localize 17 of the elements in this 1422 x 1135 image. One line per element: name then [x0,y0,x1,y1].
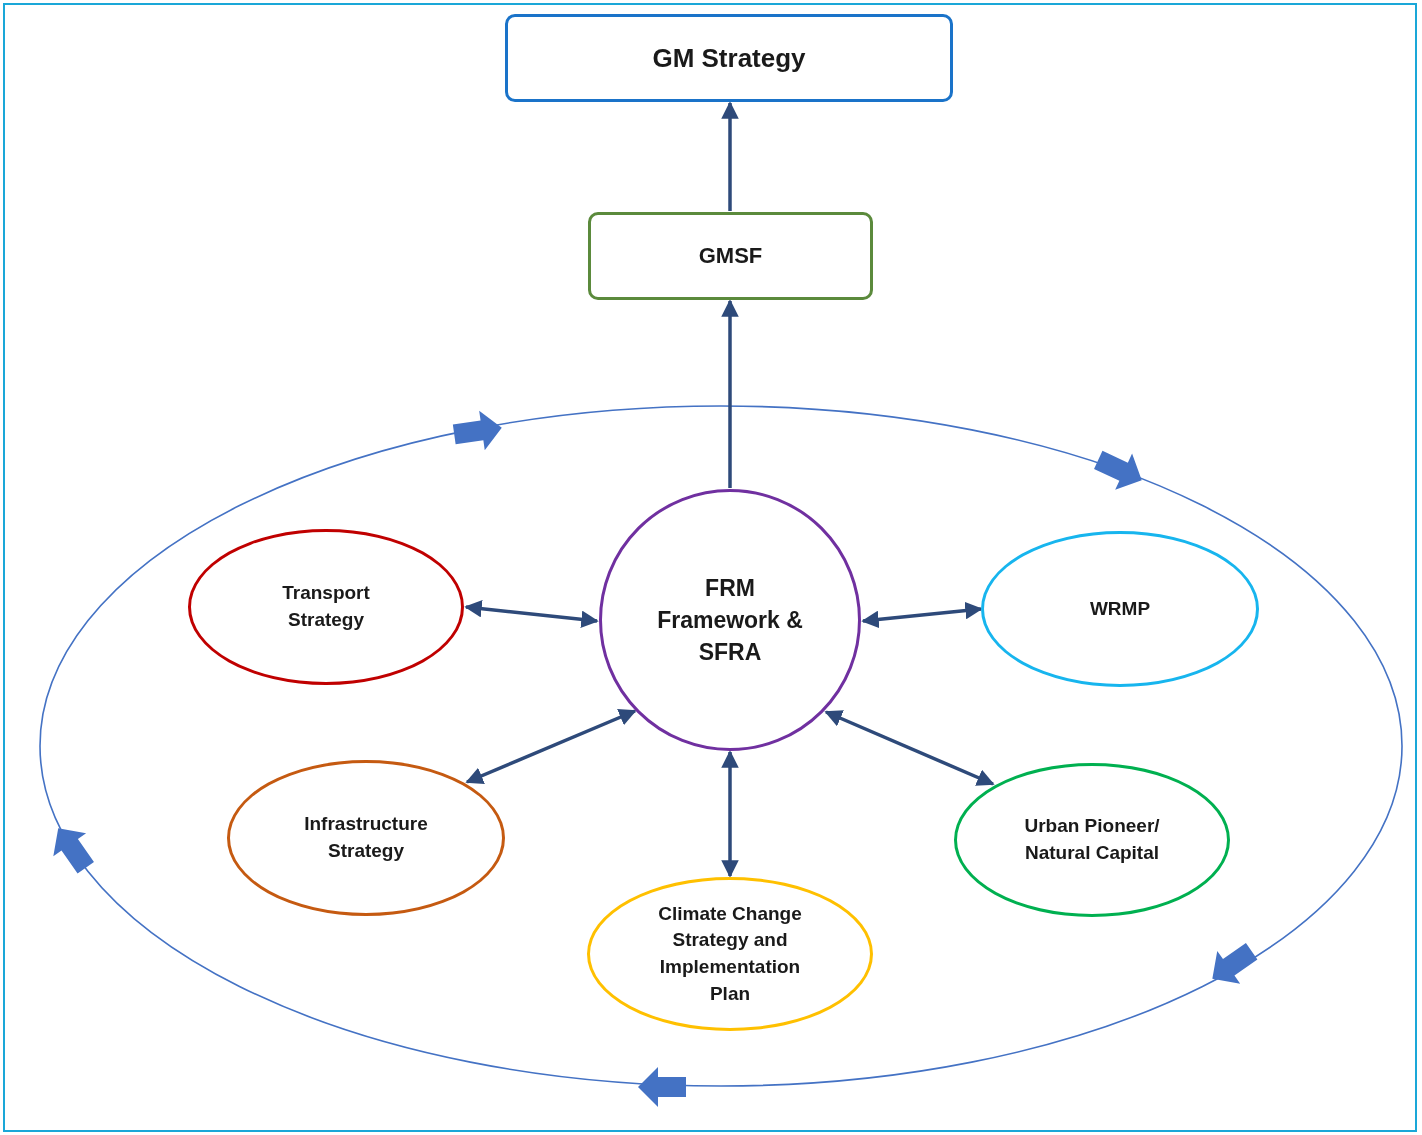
arrow [824,710,995,786]
node-label: GM Strategy [652,41,806,75]
arrow [721,750,739,878]
node-label: Transport Strategy [281,581,371,632]
node-label: Urban Pioneer/ Natural Capital [1023,814,1161,865]
arrow [465,709,637,784]
arrow [861,601,983,629]
arrow [721,101,739,211]
node-label: WRMP [1089,596,1151,621]
node-label: Infrastructure Strategy [303,812,429,863]
framework-box [588,212,873,300]
node-label: Climate Change Strategy and Implementation Plan [657,901,803,1006]
arrow [464,599,599,629]
arrow [721,299,739,488]
strategy-box [505,14,953,102]
node-label: GMSF [698,241,763,270]
node-label: FRM Framework & SFRA [656,573,804,668]
